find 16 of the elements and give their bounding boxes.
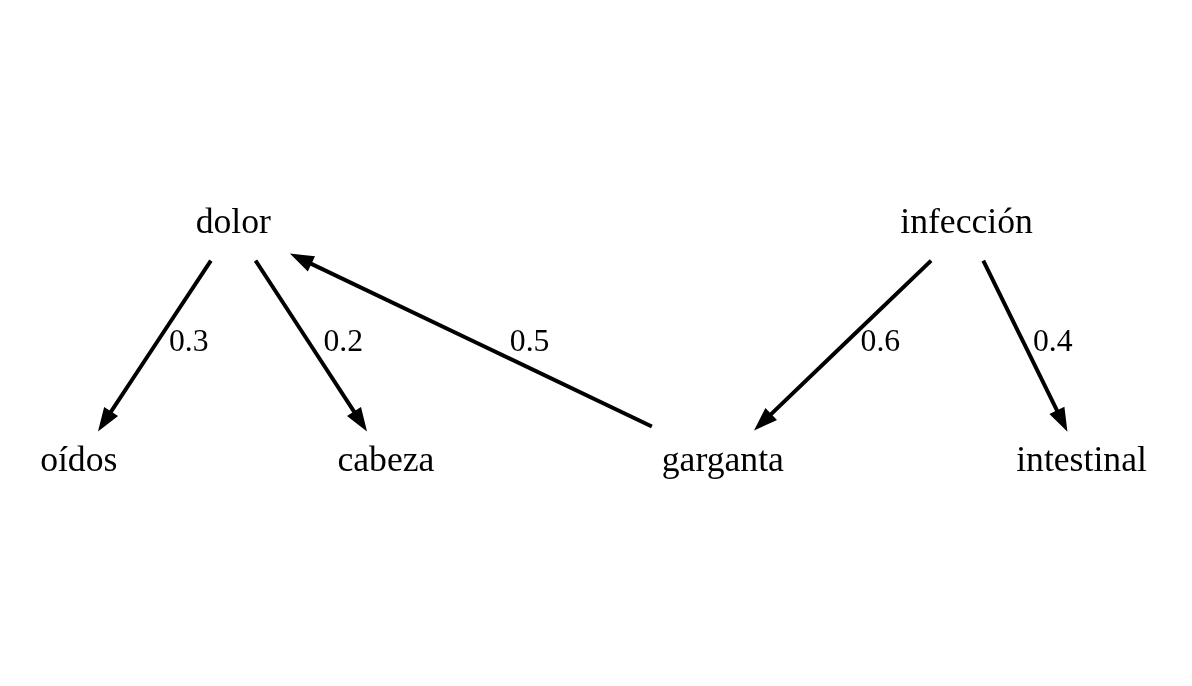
edge-label: 0.3: [168, 322, 209, 358]
arrow: [981, 259, 1068, 432]
edge-label: 0.4: [1032, 322, 1073, 358]
arrow: [98, 259, 213, 431]
edge-label: 0.2: [323, 322, 364, 358]
node-text: intestinal: [1016, 438, 1147, 479]
node-text: infección: [900, 200, 1033, 241]
node-text: oídos: [40, 438, 118, 479]
edge-label: 0.6: [860, 322, 901, 358]
edge-label: 0.5: [509, 322, 550, 358]
arrow: [289, 253, 653, 428]
arrow: [754, 258, 933, 430]
node-text: dolor: [195, 200, 271, 241]
arrow: [253, 259, 367, 431]
node-text: garganta: [661, 438, 784, 479]
node-text: cabeza: [337, 438, 435, 479]
